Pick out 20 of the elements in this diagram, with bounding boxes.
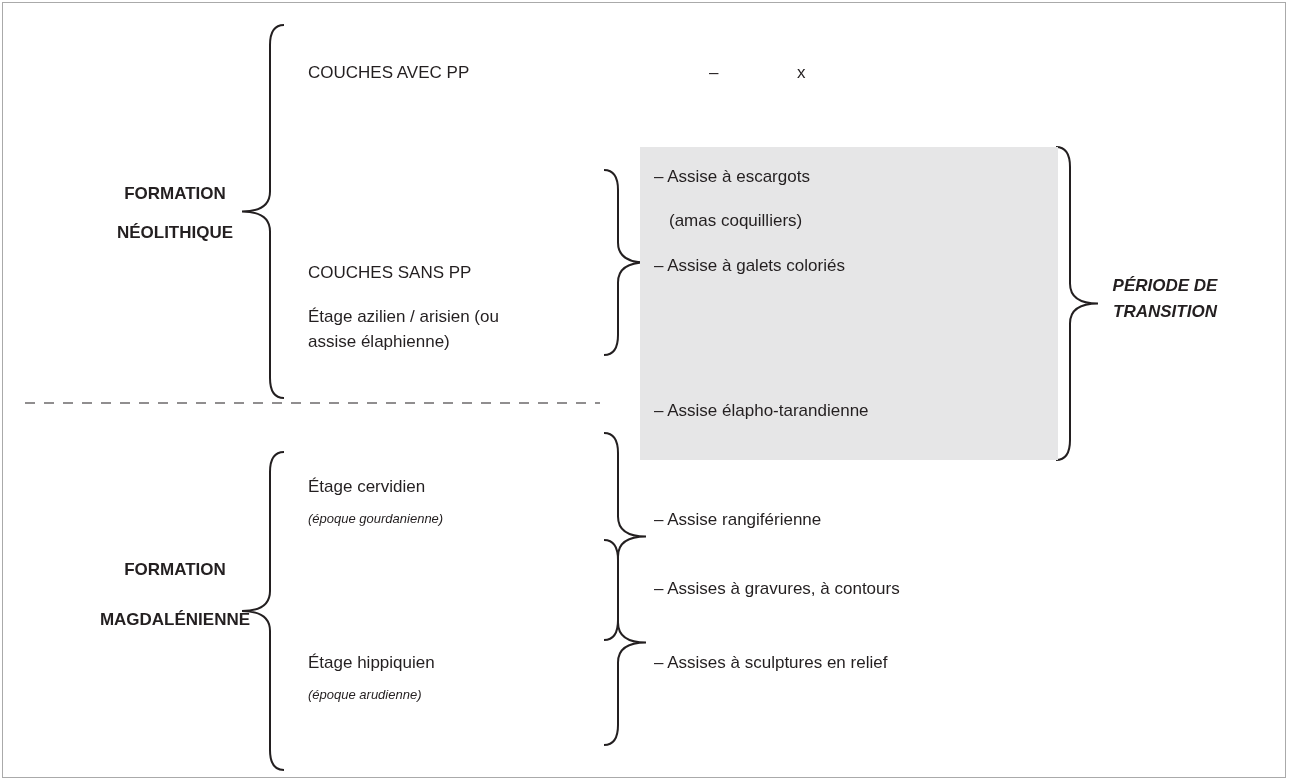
dash-mark: – [709, 62, 719, 84]
stage-label: Étage azilien / arisien (ou assise élaphienne) [308, 306, 500, 353]
layer-label: – Assise à galets coloriés [654, 255, 845, 277]
layer-label: – Assises à sculptures en relief [654, 652, 888, 674]
layer-label: – Assise à escargots [654, 166, 810, 188]
epoch-label: (époque arudienne) [308, 686, 422, 704]
epoch-label: (époque gourdanienne) [308, 510, 444, 528]
period-heading: PÉRIODE DE TRANSITION [1111, 275, 1219, 323]
layer-label: (amas coquilliers) [669, 210, 803, 232]
layer-label: – Assise élapho-tarandienne [654, 400, 869, 422]
layer-label: – Assise rangiférienne [654, 509, 822, 531]
stage-label: Étage cervidien [308, 476, 426, 498]
layer-label: COUCHES AVEC PP [308, 62, 470, 84]
formation-heading: FORMATION NÉOLITHIQUE [115, 183, 235, 244]
layer-label: – Assises à gravures, à contours [654, 578, 900, 600]
stage-label: Étage hippiquien [308, 652, 435, 674]
layer-label: COUCHES SANS PP [308, 262, 472, 284]
cross-mark: x [797, 62, 806, 84]
formation-heading: FORMATION MAGDALÉNIENNE [98, 559, 252, 631]
shaded-band [640, 147, 1058, 460]
